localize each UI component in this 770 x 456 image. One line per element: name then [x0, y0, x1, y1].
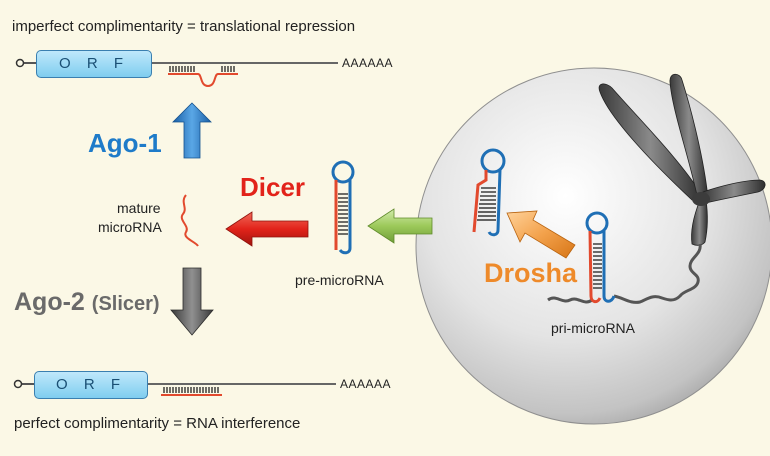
bottom-orf-box: O R F — [34, 371, 148, 399]
bottom-mrna — [13, 379, 336, 396]
ago1-label: Ago-1 — [88, 128, 162, 158]
ago1-arrow — [172, 102, 212, 159]
ago2-paren: (Slicer) — [91, 293, 160, 315]
processed-hairpin — [472, 148, 506, 237]
top-polya-tail: AAAAAA — [342, 56, 394, 70]
ago2-label: Ago-2 (Slicer) — [14, 288, 160, 317]
top-orf-box: O R F — [36, 50, 152, 78]
export-arrow — [367, 208, 433, 244]
dicer-label: Dicer — [240, 172, 306, 202]
bottom-caption: perfect complimentarity = RNA interferen… — [14, 415, 301, 432]
top-orf-label: O R F — [59, 55, 129, 72]
drosha-arrow — [506, 210, 576, 259]
bottom-polya-tail: AAAAAA — [340, 377, 392, 391]
mature-microrna-squiggle — [180, 194, 199, 247]
pri-microrna-tail — [613, 243, 702, 304]
top-mrna — [15, 58, 338, 88]
dicer-arrow — [225, 211, 309, 247]
nucleus — [415, 67, 770, 425]
pri-microrna-hairpin — [585, 211, 616, 304]
ago2-main: Ago-2 — [14, 288, 85, 316]
drosha-label: Drosha — [484, 258, 578, 288]
mature-label-line2: microRNA — [98, 219, 162, 235]
pre-microrna-label: pre-microRNA — [295, 272, 384, 288]
pri-microrna-label: pri-microRNA — [551, 320, 635, 336]
ago2-arrow — [170, 267, 214, 336]
pri-microrna-tail-left — [547, 296, 593, 304]
bottom-orf-label: O R F — [56, 376, 126, 393]
mature-label-line1: mature — [117, 200, 161, 216]
pre-microrna-hairpin — [331, 160, 355, 255]
top-caption: imperfect complimentarity = translationa… — [12, 18, 356, 35]
chromosome-icon — [598, 73, 766, 246]
